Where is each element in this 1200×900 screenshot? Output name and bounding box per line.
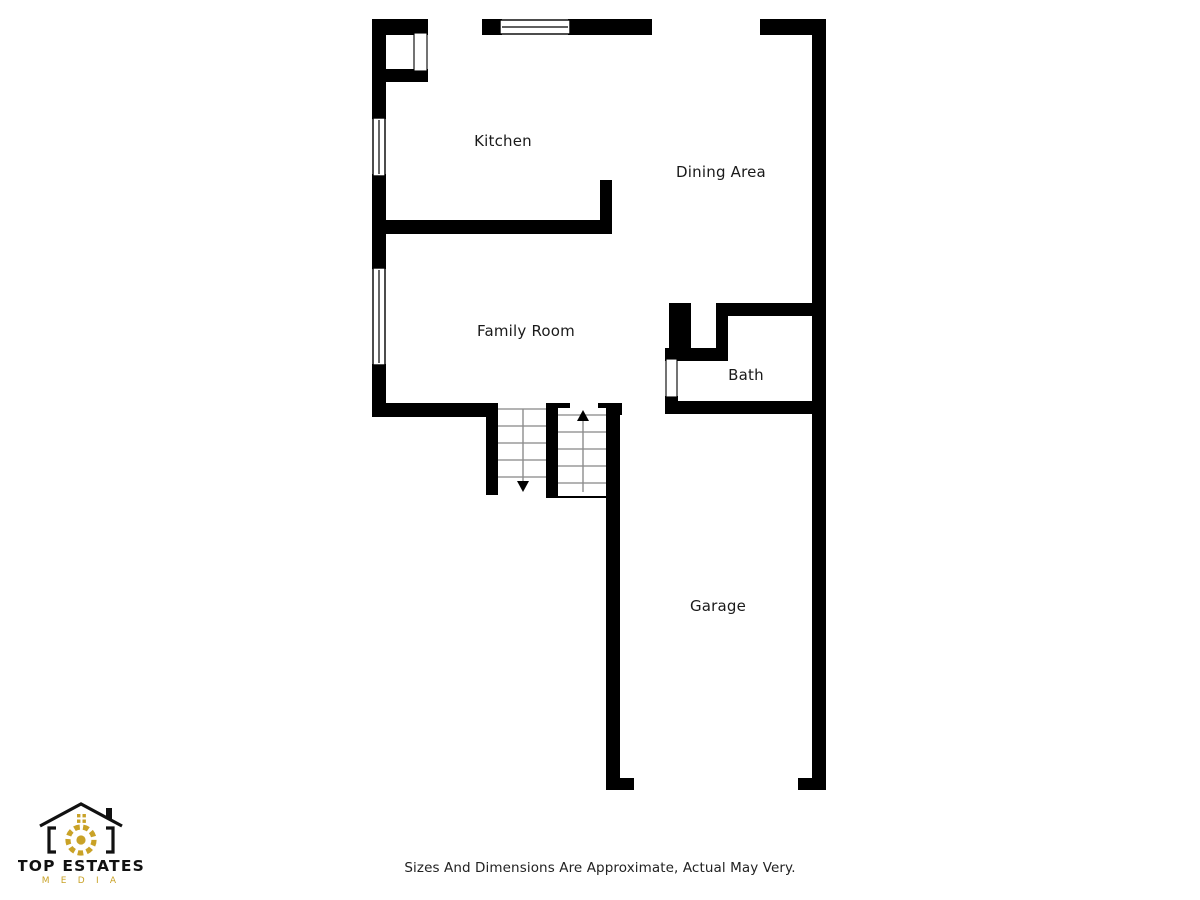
wall-north-window-right-jamb — [568, 19, 652, 35]
stairs-up-footprint — [558, 408, 606, 496]
wall-family-south — [372, 403, 498, 417]
wall-stairwell-center — [546, 403, 558, 498]
stairs-group — [498, 408, 606, 496]
brand-logo: TOP ESTATES M E D I A — [18, 795, 148, 885]
aperture-icon — [65, 824, 97, 856]
wall-kitchen-partition-horizontal — [372, 220, 612, 234]
wall-north-right — [760, 19, 825, 35]
stairs-down-treads — [498, 408, 546, 478]
wall-bath-closet-right — [716, 303, 728, 361]
stairs-down-arrow-head — [517, 481, 529, 492]
wall-bath-closet-bottom — [669, 348, 728, 361]
wall-bath-closet-left — [669, 303, 691, 361]
stairs-up-arrow-head — [577, 410, 589, 421]
wall-garage-west — [606, 403, 620, 790]
roof-window-icon — [77, 814, 86, 823]
stairs-down — [498, 408, 546, 496]
wall-east-exterior — [812, 19, 826, 413]
wall-bath-south — [665, 401, 826, 414]
wall-bath-west-upper — [665, 348, 678, 361]
wall-kitchen-partition-vertical — [600, 180, 612, 234]
pantry-door — [413, 32, 428, 72]
wall-group — [372, 19, 826, 790]
wall-pantry-right — [414, 19, 428, 35]
wall-garage-east-foot — [798, 778, 826, 790]
wall-garage-east — [812, 401, 826, 790]
logo-name-secondary: M E D I A — [42, 876, 120, 885]
wall-north-window-left-jamb — [482, 19, 502, 35]
wall-family-south-stub — [486, 403, 498, 495]
logo-graphic: TOP ESTATES M E D I A — [18, 802, 145, 885]
disclaimer-text: Sizes And Dimensions Are Approximate, Ac… — [404, 860, 796, 876]
wall-garage-west-foot — [606, 778, 634, 790]
door-group — [413, 32, 678, 398]
logo-name-primary: TOP ESTATES — [18, 857, 145, 875]
house-bracket-icon — [47, 826, 115, 854]
roof-chimney-icon — [106, 808, 112, 819]
stairs-up — [558, 408, 606, 496]
wall-bath-north — [728, 303, 818, 316]
window-group — [372, 19, 571, 366]
wall-pantry-right-lower — [414, 69, 428, 82]
bath-door — [665, 358, 678, 398]
